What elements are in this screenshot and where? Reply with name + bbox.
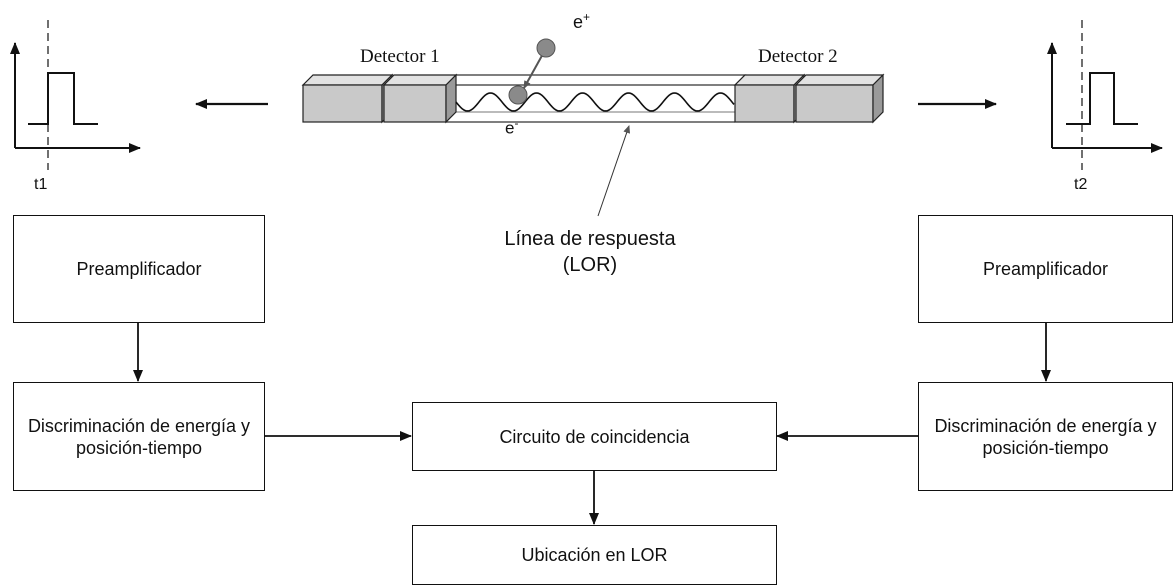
electron-letter: e [505, 118, 515, 138]
detector-right-block-inner [734, 84, 795, 123]
detector-left-block-outer-top [301, 74, 394, 86]
timing-left-label: t1 [34, 176, 48, 193]
positron-charge: + [583, 10, 591, 24]
electron-charge: - [514, 116, 519, 130]
lor-location-box: Ubicación en LOR [412, 525, 777, 585]
positron-label: e+ [573, 10, 590, 33]
detector-left-block-outer [302, 84, 383, 123]
lor-tube-top [444, 74, 747, 86]
coincidence-circuit-box: Circuito de coincidencia [412, 402, 777, 471]
lor-label: Línea de respuesta (LOR) [430, 226, 750, 278]
detector-left-block-inner [383, 84, 447, 123]
detector-right-block-outer [795, 84, 874, 123]
detector-right-block-outer-side [872, 73, 884, 124]
detector-assembly [301, 73, 885, 124]
electron-particle [508, 85, 528, 105]
detector-left-block-inner-top [382, 74, 458, 86]
detector-2-label: Detector 2 [758, 46, 838, 67]
discrimination-right-box: Discriminación de energía y posición-tie… [918, 382, 1173, 491]
discrimination-left-box: Discriminación de energía y posición-tie… [13, 382, 265, 491]
gamma-photon-wave [455, 92, 735, 112]
timing-plot-right [1047, 20, 1163, 170]
positron-letter: e [573, 12, 584, 32]
timing-right-label: t2 [1074, 176, 1088, 193]
timing-right-pulse [1066, 72, 1138, 125]
lor-pointer-arrow [597, 125, 631, 217]
lor-label-line1: Línea de respuesta [504, 228, 676, 250]
lor-label-line2: (LOR) [562, 254, 618, 276]
positron-track-arrow [523, 51, 545, 89]
positron-particle [536, 38, 556, 58]
detector-left-block-inner-side [445, 73, 457, 124]
detector-1-label: Detector 1 [360, 46, 440, 67]
timing-plot-left [10, 20, 141, 170]
detector-right-block-inner-top [733, 74, 806, 86]
electron-label: e- [505, 116, 518, 139]
preamplifier-right-box: Preamplificador [918, 215, 1173, 323]
detector-right-block-outer-top [794, 74, 885, 86]
preamplifier-left-box: Preamplificador [13, 215, 265, 323]
timing-left-pulse [28, 72, 98, 125]
